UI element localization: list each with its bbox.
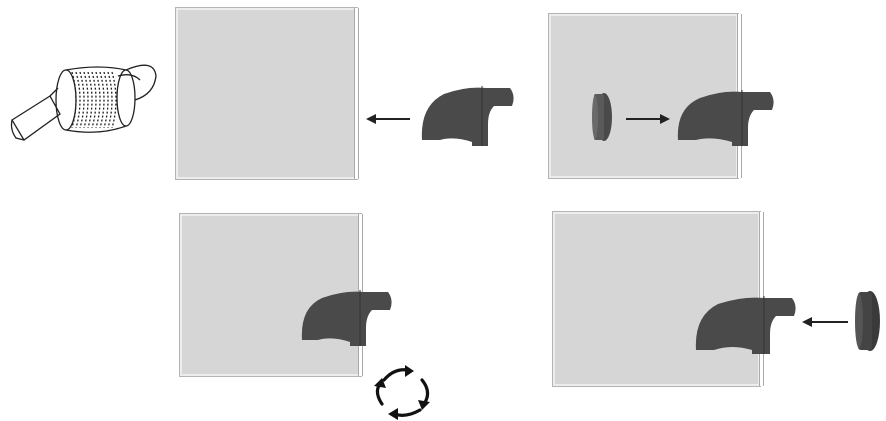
outlet-cover-icon xyxy=(677,90,774,146)
step-2-outlet xyxy=(676,88,776,150)
step-4-housing-panel xyxy=(553,212,764,386)
arrow-left-icon xyxy=(802,317,848,327)
step-4-cap xyxy=(854,290,884,352)
step-1-outlet xyxy=(420,84,516,150)
outlet-cover-icon xyxy=(421,86,514,146)
step-2-seal xyxy=(590,92,614,142)
arrow-right-icon xyxy=(626,114,670,124)
outlet-cover-icon xyxy=(301,290,392,346)
cap-icon xyxy=(855,291,880,351)
housing-edge xyxy=(354,8,359,179)
step-3-rotate xyxy=(372,364,434,420)
mesh-screen-icon xyxy=(10,64,157,141)
step-4-arrow xyxy=(802,315,850,329)
step-1-housing-panel xyxy=(176,8,359,179)
screen-assembly-illustration xyxy=(4,58,164,158)
step-4-outlet xyxy=(694,294,798,358)
rotate-arrows-icon xyxy=(374,365,430,420)
arrow-left-icon xyxy=(366,114,410,124)
step-1-arrow xyxy=(366,112,412,126)
step-3-outlet xyxy=(300,288,394,348)
step-2-arrow xyxy=(624,112,670,126)
outlet-cover-icon xyxy=(695,296,796,354)
silicone-seal-icon xyxy=(592,93,612,141)
